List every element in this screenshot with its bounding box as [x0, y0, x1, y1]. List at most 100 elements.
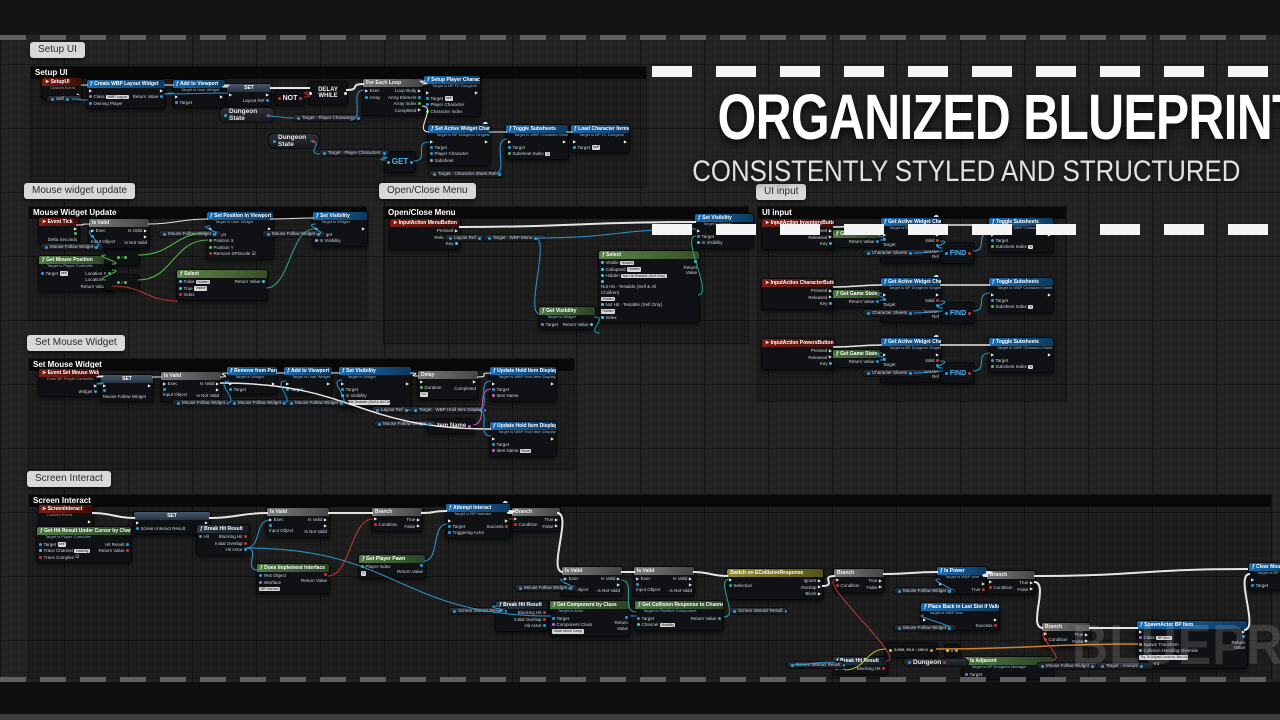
pin-is-not-valid[interactable]: ▶Is Not Valid	[121, 233, 147, 246]
variable-pill-character-sheets[interactable]: Character Sheets	[862, 309, 924, 317]
pin-character-index[interactable]: Character Index	[426, 109, 464, 115]
pin-return-value[interactable]: Return Value	[849, 359, 879, 365]
pin-target[interactable]: Target	[883, 237, 897, 248]
exec-pin-icon[interactable]: ▶	[163, 380, 167, 386]
pin-node[interactable]: ▶	[420, 380, 449, 384]
pin-node[interactable]: ▶	[77, 92, 80, 97]
data-pin-icon[interactable]	[508, 145, 511, 149]
pin-value-box[interactable]: Visibility	[74, 548, 90, 553]
data-pin-icon[interactable]	[179, 280, 182, 284]
data-pin-icon[interactable]	[936, 304, 939, 307]
data-pin-icon[interactable]	[944, 311, 948, 315]
data-pin-icon[interactable]	[39, 549, 42, 553]
getter-target-player-characters[interactable]: Target · Player Characters	[292, 114, 362, 122]
data-pin-icon[interactable]	[453, 609, 456, 613]
exec-pin-icon[interactable]: ▶	[688, 581, 692, 587]
node-inputaction-menubutton[interactable]: ➤ InputAction MenuButton▶Pressed▶Release…	[389, 218, 461, 250]
exec-pin-icon[interactable]: ▶	[87, 518, 91, 524]
data-pin-icon[interactable]	[124, 256, 128, 259]
pin-node[interactable]: ▶	[362, 226, 365, 231]
node-switch-on-ecollisionresponse[interactable]: Switch on ECollisionResponse▶Selection▶I…	[726, 568, 824, 600]
pin-return-value[interactable]: Return Value	[300, 573, 327, 583]
exec-pin-icon[interactable]: ▶	[817, 590, 821, 596]
node-not[interactable]: NOT	[274, 90, 306, 106]
data-pin-icon[interactable]	[484, 408, 486, 412]
pin-released[interactable]: ▶Released	[808, 295, 832, 301]
pin-false[interactable]: ▶False	[404, 524, 420, 530]
data-pin-icon[interactable]	[729, 584, 732, 588]
data-pin-icon[interactable]	[991, 358, 994, 362]
data-pin-icon[interactable]	[266, 99, 269, 103]
node-get-hit-result-under-cursor-by-channel[interactable]: ƒ Get Hit Result Under Cursor by Channel…	[36, 526, 132, 563]
pin-node[interactable]: ▶	[1242, 630, 1245, 634]
data-pin-icon[interactable]	[867, 311, 870, 315]
pin-value-box[interactable]: WBP Layout	[106, 94, 129, 99]
data-pin-icon[interactable]	[637, 616, 640, 620]
exec-pin-icon[interactable]: ▶	[616, 575, 620, 581]
data-pin-icon[interactable]	[505, 524, 508, 528]
pin-node[interactable]: ▶	[939, 581, 956, 586]
pin-is-valid[interactable]: ▶Is Valid	[308, 517, 327, 523]
pin-overlap[interactable]: ▶Overlap	[801, 585, 821, 591]
pin-node[interactable]: ▶	[266, 93, 269, 97]
exec-pin-icon[interactable]: ▶	[993, 616, 997, 622]
pin-not-hit-testable-self-only[interactable]: Not Hit - Testable (Self Only)Hidden	[601, 302, 672, 314]
data-pin-icon[interactable]	[91, 234, 94, 238]
exec-pin-icon[interactable]: ▶	[1047, 351, 1051, 357]
variable-pill-character-sheets[interactable]: Character Sheets	[862, 249, 924, 257]
pin-node[interactable]: ▶	[508, 139, 550, 144]
pin-hit-result[interactable]: Hit Result	[105, 542, 129, 548]
data-pin-icon[interactable]	[601, 274, 604, 278]
data-pin-icon[interactable]	[410, 160, 414, 164]
getter-target-character-sheet-ref[interactable]: Target · Character Sheet Ref	[428, 170, 504, 178]
exec-pin-icon[interactable]: ▶	[550, 380, 554, 386]
data-pin-icon[interactable]	[882, 667, 885, 671]
pin-blocking-hit[interactable]: Blocking Hit	[857, 666, 885, 672]
exec-pin-icon[interactable]: ▶	[562, 138, 566, 144]
getter-target-player-characters[interactable]: Target · Player Characters	[318, 149, 390, 157]
data-pin-icon[interactable]	[299, 96, 303, 100]
pin-node[interactable]: ▶	[160, 89, 163, 93]
pin-node[interactable]: ▶	[175, 94, 192, 99]
data-pin-icon[interactable]	[944, 371, 948, 375]
pin-pressed[interactable]: ▶Pressed	[811, 288, 832, 294]
pin-node[interactable]: ▶	[982, 581, 985, 586]
data-pin-icon[interactable]	[829, 242, 832, 246]
pin-value-box[interactable]: self	[591, 145, 600, 150]
pin-array-index[interactable]: Array Index	[393, 101, 421, 107]
pin-condition[interactable]: Condition	[836, 583, 860, 589]
node-set[interactable]: SET▶▶Layout Ref	[226, 83, 272, 107]
data-pin-icon[interactable]	[829, 362, 832, 366]
data-pin-icon[interactable]	[297, 116, 300, 120]
pin-key[interactable]: Key	[446, 241, 458, 247]
pin-node[interactable]: ▶	[936, 292, 939, 297]
getter-target-wbp-menu[interactable]: Target · WBP Menu	[483, 234, 547, 242]
data-pin-icon[interactable]	[426, 96, 429, 100]
pin-node[interactable]: ▶	[573, 139, 600, 144]
pin-spawn-transform[interactable]: Spawn Transform	[1139, 642, 1220, 648]
exec-pin-icon[interactable]: ▶	[143, 233, 147, 239]
data-pin-icon[interactable]	[418, 95, 421, 99]
bookmark-tag-setup-ui[interactable]: Setup UI	[30, 42, 85, 58]
variable-pill-mouse-follow-widget[interactable]: Mouse Follow Widget	[893, 624, 957, 632]
exec-pin-icon[interactable]: ▶	[474, 89, 478, 95]
exec-pin-icon[interactable]: ▶	[448, 517, 452, 523]
pin-false[interactable]: ▶False	[542, 524, 558, 530]
data-pin-icon[interactable]	[1139, 636, 1142, 640]
pin-pressed[interactable]: ▶Pressed	[811, 348, 832, 354]
pin-node[interactable]: ▶	[229, 381, 246, 386]
pin-target[interactable]: Target	[229, 387, 246, 393]
data-pin-icon[interactable]	[1139, 664, 1143, 668]
pin-target[interactable]: Target	[508, 145, 550, 151]
